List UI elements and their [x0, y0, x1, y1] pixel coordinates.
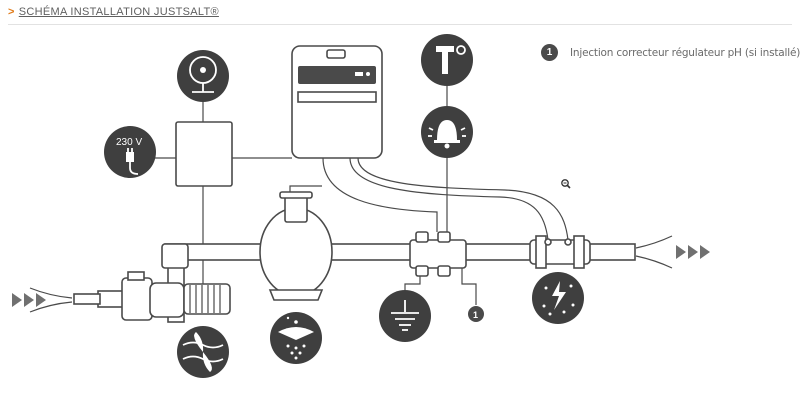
- timer-icon: [177, 50, 229, 102]
- page-title[interactable]: SCHÉMA INSTALLATION JUSTSALT®: [18, 6, 219, 18]
- ground-earth-icon: [379, 290, 431, 342]
- temperature-icon: [421, 34, 473, 86]
- alarm-bell-icon: [421, 106, 473, 158]
- electrolysis-cell-icon: [532, 272, 584, 324]
- header-arrow: >: [8, 6, 15, 18]
- legend: 1 Injection correcteur régulateur pH (si…: [541, 44, 800, 61]
- marker-number: 1: [473, 310, 478, 320]
- voltage-label: 230 V: [116, 137, 142, 148]
- probe-holder: [409, 231, 467, 277]
- power-box: [175, 121, 233, 187]
- legend-number-badge: 1: [541, 44, 558, 61]
- zoom-icon[interactable]: [561, 179, 571, 189]
- flow-out-arrows-icon: [635, 235, 710, 269]
- electrolyser-controller: [291, 45, 383, 159]
- legend-text: Injection correcteur régulateur pH (si i…: [570, 46, 800, 59]
- filter-shower-icon: [270, 312, 322, 364]
- electrolysis-cell: [529, 235, 591, 269]
- pump-propeller-icon: [177, 326, 229, 378]
- page-header: >SCHÉMA INSTALLATION JUSTSALT®: [8, 6, 219, 18]
- wiring: [155, 84, 569, 305]
- sand-filter: [259, 185, 333, 301]
- ph-injection-marker: 1: [468, 306, 484, 322]
- flow-in-arrows-icon: [12, 287, 73, 313]
- power-plug-icon: 230 V: [104, 126, 156, 178]
- header-divider: [8, 24, 792, 25]
- pump: [121, 271, 231, 321]
